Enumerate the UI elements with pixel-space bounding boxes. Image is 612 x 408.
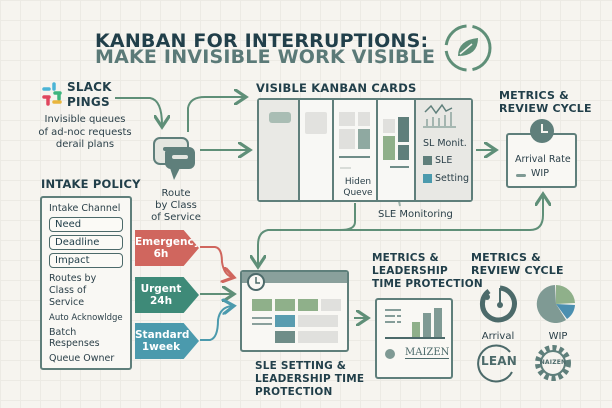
- class-name: Emergency: [135, 236, 201, 248]
- routes-by-class-label: Routes by Class of Service: [49, 273, 97, 308]
- wip-label: WIP: [531, 168, 549, 179]
- kanban-column: [300, 100, 334, 200]
- trend-chart-icon: [423, 103, 456, 128]
- slack-desc-line: of ad-noc requests: [38, 126, 132, 138]
- kanban-card[interactable]: [383, 136, 395, 160]
- title-line1: KANBAN FOR INTERRUPTIONS:: [95, 30, 429, 52]
- route-line: Route: [161, 188, 191, 199]
- arrival-label: Arrival: [481, 331, 515, 342]
- legend-setting: Setting: [423, 173, 469, 184]
- metrics-title-line: REVIEW CYCLE: [471, 264, 564, 277]
- metrics-title-line: METRICS &: [499, 89, 569, 102]
- kanban-column-sl-monitor: SL Monit. SLE Setting: [416, 100, 471, 200]
- class-sle: 24h: [149, 295, 173, 307]
- class-name: Urgent: [140, 283, 182, 295]
- kanban-column: [259, 100, 300, 200]
- leadership-title-line: TIME PROTECTION: [372, 278, 483, 290]
- legend-sle: SLE: [423, 155, 452, 166]
- slack-title-line2: PINGS: [67, 95, 110, 109]
- arrow-route-to-kanban: [187, 97, 244, 132]
- class-sle: 6h: [153, 248, 169, 260]
- metrics-review-title: METRICS &REVIEW CYCLE: [499, 89, 592, 115]
- hidden-queue-label: Queve: [343, 188, 373, 198]
- class-sle: 1week: [141, 341, 181, 353]
- leadership-title-line: LEADERSHIP: [372, 265, 448, 277]
- metrics-title-line: METRICS &: [471, 251, 541, 264]
- wip-line-icon: [516, 174, 526, 177]
- leadership-panel: MAIZEN: [375, 298, 453, 379]
- queue-owner-label: Queue Owner: [49, 353, 115, 364]
- metrics-review-title-2: METRICS &REVIEW CYCLE: [471, 251, 564, 277]
- sle-caption-line: LEADERSHIP TIME: [255, 373, 365, 385]
- lean-label: LEAN: [481, 354, 517, 368]
- sle-monitoring-label: SLE Monitoring: [378, 209, 453, 220]
- title-line2: MAKE INVISIBLE WORK VISIBLE: [95, 46, 436, 68]
- kanban-title: VISIBLE KANBAN CARDS: [256, 81, 417, 95]
- legend-swatch: [423, 156, 432, 165]
- leadership-title-line: METRICS &: [372, 252, 439, 264]
- maizen-logo: MAIZEN: [405, 347, 450, 359]
- intake-policy-panel: Intake Channel Need Deadline Impact Rout…: [40, 196, 132, 370]
- arrow-loop-to-metrics: [340, 196, 543, 231]
- batch-responses-label: Batch Respenses: [49, 327, 100, 349]
- sle-caption-line: SLE SETTING &: [255, 360, 347, 372]
- slack-desc-line: Invisible queues: [44, 114, 126, 125]
- kanban-column: [378, 100, 416, 200]
- impact-field[interactable]: Impact: [49, 253, 123, 268]
- slack-title-line1: SLACK: [67, 80, 112, 94]
- legend-label: SLE: [435, 155, 453, 166]
- wip-label-2: WIP: [548, 331, 568, 342]
- legend-swatch: [423, 174, 432, 183]
- kanban-card[interactable]: [269, 112, 291, 123]
- kanban-card[interactable]: [398, 145, 409, 160]
- class-name: Standard: [135, 329, 190, 341]
- hidden-queue-label: Hiden: [344, 177, 372, 187]
- arrival-rate-label: Arrival Rate: [515, 154, 571, 165]
- kanban-card[interactable]: [398, 117, 409, 142]
- auto-acknowledge-label: Auto Acknowldge: [49, 313, 123, 323]
- arrow-emergency-to-sle: [200, 246, 232, 277]
- deadline-field[interactable]: Deadline: [49, 235, 123, 250]
- arrow-standard-to-sle: [200, 306, 232, 341]
- kanban-card[interactable]: [358, 129, 370, 149]
- bar-chart-icon: [385, 308, 445, 359]
- arrow-slack-to-route: [115, 97, 162, 125]
- need-field[interactable]: Need: [49, 217, 123, 232]
- kanban-card[interactable]: [305, 112, 327, 134]
- intake-policy-title: INTAKE POLICY: [41, 177, 141, 191]
- sl-monit-label: SL Monit.: [423, 138, 467, 149]
- slack-desc-line: derail plans: [55, 139, 115, 150]
- naizen-label: NAIZEN: [539, 359, 567, 366]
- intake-channel-label: Intake Channel: [49, 203, 121, 214]
- sle-caption-line: PROTECTION: [255, 386, 333, 398]
- arrow-kanban-to-sle: [258, 203, 356, 265]
- route-line: by Class: [155, 200, 197, 211]
- metrics-title-line: REVIEW CYCLE: [499, 102, 592, 115]
- route-line: of Service: [151, 212, 201, 223]
- legend-label: Setting: [435, 173, 470, 184]
